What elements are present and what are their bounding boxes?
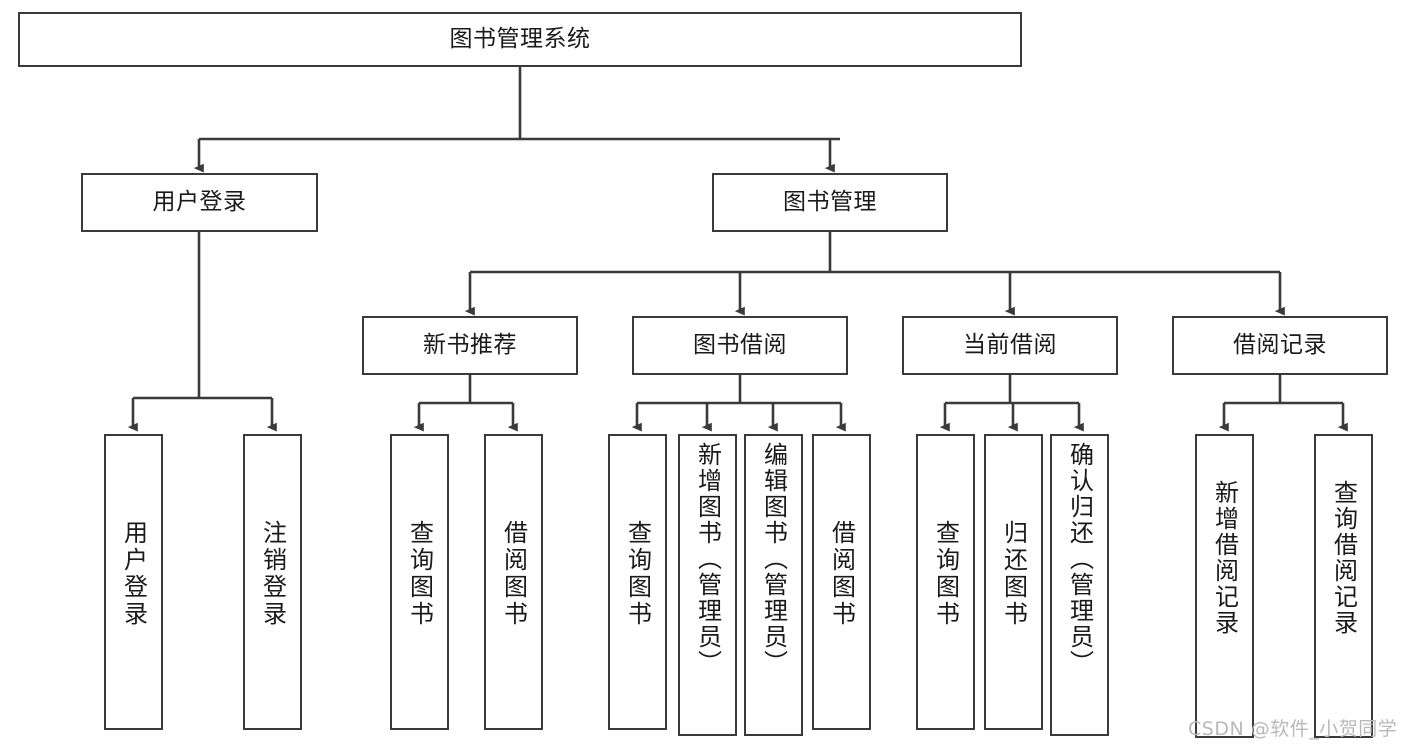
node-leaf-query-book-2[interactable]: 查询图书	[608, 434, 667, 730]
node-leaf-query-book-1[interactable]: 查询图书	[390, 434, 449, 730]
node-root-system[interactable]: 图书管理系统	[18, 12, 1022, 67]
node-label: 查询图书	[623, 520, 652, 628]
node-label: 新增图书（管理员）	[693, 442, 722, 676]
node-label: 借阅记录	[1233, 331, 1327, 358]
node-label: 查询借阅记录	[1329, 480, 1358, 636]
node-label: 用户登录	[152, 188, 247, 215]
node-label: 确认归还（管理员）	[1065, 442, 1094, 676]
node-borrow-record[interactable]: 借阅记录	[1172, 316, 1388, 375]
node-leaf-borrow-book-1[interactable]: 借阅图书	[484, 434, 543, 730]
node-book-manage[interactable]: 图书管理	[712, 173, 948, 232]
node-leaf-edit-book[interactable]: 编辑图书（管理员）	[744, 434, 803, 736]
node-user-login[interactable]: 用户登录	[81, 173, 318, 232]
node-label: 借阅图书	[827, 520, 856, 628]
node-label: 图书管理系统	[449, 25, 591, 52]
node-label: 借阅图书	[499, 520, 528, 628]
node-label: 查询图书	[405, 520, 434, 628]
node-leaf-logout[interactable]: 注销登录	[243, 434, 302, 730]
node-label: 当前借阅	[963, 331, 1057, 358]
node-leaf-add-record[interactable]: 新增借阅记录	[1195, 434, 1254, 738]
watermark-text: CSDN @软件_小贺同学	[1188, 718, 1398, 740]
node-leaf-return-book[interactable]: 归还图书	[984, 434, 1043, 730]
node-label: 用户登录	[119, 520, 148, 628]
node-label: 归还图书	[999, 520, 1028, 628]
node-book-borrow[interactable]: 图书借阅	[632, 316, 848, 375]
node-leaf-query-book-3[interactable]: 查询图书	[916, 434, 975, 730]
node-leaf-confirm-return[interactable]: 确认归还（管理员）	[1050, 434, 1109, 736]
node-leaf-query-record[interactable]: 查询借阅记录	[1314, 434, 1373, 738]
node-label: 新增借阅记录	[1210, 480, 1239, 636]
node-leaf-user-login[interactable]: 用户登录	[104, 434, 163, 730]
node-leaf-borrow-book-2[interactable]: 借阅图书	[812, 434, 871, 730]
node-label: 图书管理	[783, 188, 877, 215]
node-label: 查询图书	[931, 520, 960, 628]
node-label: 编辑图书（管理员）	[759, 442, 788, 676]
node-new-book-rec[interactable]: 新书推荐	[362, 316, 578, 375]
node-label: 图书借阅	[693, 331, 787, 358]
node-label: 注销登录	[258, 520, 287, 628]
node-leaf-add-book[interactable]: 新增图书（管理员）	[678, 434, 737, 736]
node-label: 新书推荐	[423, 331, 517, 358]
node-current-borrow[interactable]: 当前借阅	[902, 316, 1118, 375]
